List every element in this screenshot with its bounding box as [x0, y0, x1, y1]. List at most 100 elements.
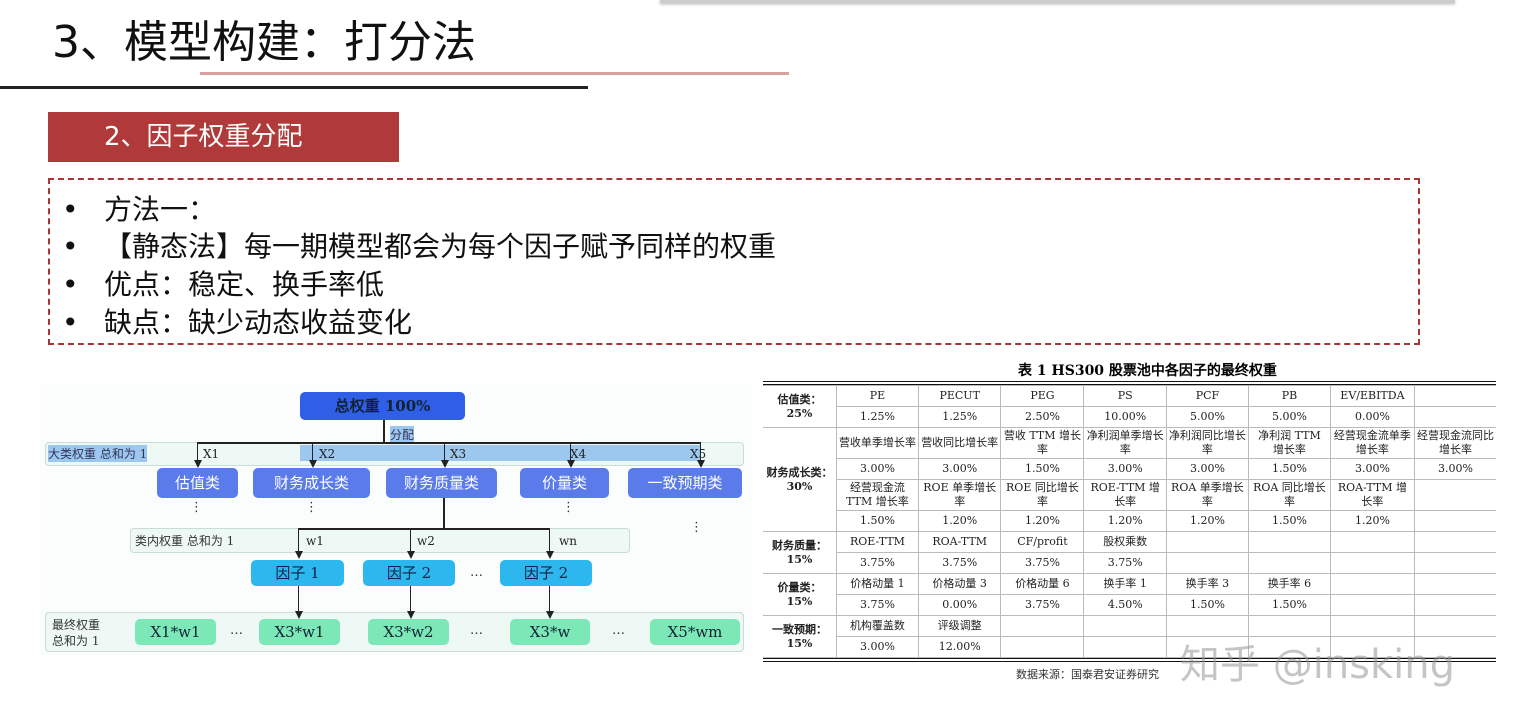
band-label: 类内权重 总和为 1: [135, 534, 235, 548]
table-cell: 评级调整: [917, 615, 1002, 637]
table-cell: 净利润同比增长率: [1165, 427, 1249, 459]
top-shadow-bar: [660, 0, 1455, 3]
total-weight-box: 总权重 100%: [300, 392, 465, 420]
final-weight-box: X3*w1: [259, 619, 340, 645]
table-cell: 0.00%: [917, 594, 1002, 616]
table-cell: [1165, 552, 1249, 574]
table-cell: ROE-TTM 增长率: [1083, 479, 1167, 511]
table-cell: [1413, 385, 1496, 407]
ellipsis: …: [470, 565, 483, 580]
section-heading: 2、因子权重分配: [48, 112, 399, 162]
band-label: 大类权重 总和为 1: [48, 445, 148, 462]
vertical-ellipsis: ⋮: [690, 520, 703, 535]
table-cell: [1083, 615, 1167, 637]
title-underline-accent: [200, 72, 789, 75]
table-row: 3.75%0.00%3.75%4.50%1.50%1.50%: [763, 594, 1496, 616]
bullet-item: • 优点：稳定、换手率低: [62, 263, 384, 303]
table-cell: 12.00%: [917, 636, 1002, 658]
table-cell: 价格动量 3: [917, 573, 1002, 595]
table-cell: 10.00%: [1083, 406, 1167, 428]
table-cell: 营收单季增长率: [835, 427, 919, 459]
final-weight-box: X3*w2: [368, 619, 449, 645]
ellipsis: …: [470, 623, 483, 638]
table-row: 3.75%3.75%3.75%3.75%: [763, 552, 1496, 574]
table-cell: ROA 同比增长率: [1247, 479, 1331, 511]
bullet-icon: •: [62, 193, 79, 226]
table-cell: 1.20%: [1000, 510, 1085, 532]
table-cell: 1.50%: [1247, 594, 1331, 616]
table-cell: 1.50%: [835, 510, 919, 532]
bullet-text: 缺点：缺少动态收益变化: [104, 306, 413, 339]
table-cell: PCF: [1165, 385, 1249, 407]
table-cell: 机构覆盖数: [835, 615, 919, 637]
table-cell: ROA-TTM: [917, 531, 1002, 553]
table-cell: 3.00%: [835, 636, 919, 658]
table-cell: 营收同比增长率: [917, 427, 1002, 459]
bullet-icon: •: [62, 268, 79, 301]
table-cell: 2.50%: [1000, 406, 1085, 428]
table-cell: 1.50%: [1165, 594, 1249, 616]
table-cell: EV/EBITDA: [1329, 385, 1415, 407]
table-cell: [1329, 573, 1415, 595]
bullet-text: 优点：稳定、换手率低: [104, 268, 385, 301]
table-cell: 股权乘数: [1083, 531, 1167, 553]
table-cell: [1413, 573, 1496, 595]
bullet-icon: •: [62, 306, 79, 339]
bullet-icon: •: [62, 230, 79, 263]
table-cell: 经营现金流同比增长率: [1413, 427, 1496, 459]
table-cell: PB: [1247, 385, 1331, 407]
table-cell: 3.75%: [1083, 552, 1167, 574]
band-label: 总和为 1: [52, 634, 100, 648]
group-label: 财务质量： 15%: [763, 531, 837, 574]
table-row: 一致预期： 15%机构覆盖数评级调整: [763, 615, 1496, 658]
table-cell: [1000, 615, 1085, 637]
table-cell: 价格动量 1: [835, 573, 919, 595]
table-cell: 3.75%: [1000, 552, 1085, 574]
title-underline: [0, 86, 588, 89]
table-cell: [1083, 636, 1167, 658]
category-box: 一致预期类: [628, 468, 742, 498]
table-cell: 3.75%: [835, 552, 919, 574]
table-cell: 3.75%: [1000, 594, 1085, 616]
ellipsis: …: [230, 623, 243, 638]
method-description-box: •方法一： •【静态法】每一期模型都会为每个因子赋予同样的权重 •优点：稳定、换…: [48, 178, 1420, 345]
table-cell: PE: [835, 385, 919, 407]
table-cell: PEG: [1000, 385, 1085, 407]
table-cell: PECUT: [917, 385, 1002, 407]
table-cell: [1413, 636, 1496, 658]
table-cell: [1413, 510, 1496, 532]
table-cell: CF/profit: [1000, 531, 1085, 553]
factor-box: 因子 2: [363, 560, 455, 586]
table-cell: [1329, 636, 1415, 658]
group-label: 财务成长类：30%: [763, 427, 837, 532]
table-cell: 5.00%: [1165, 406, 1249, 428]
table-cell: 4.50%: [1083, 594, 1167, 616]
band-label: 最终权重: [52, 618, 101, 632]
table-cell: [1413, 406, 1496, 428]
category-box: 财务质量类: [386, 468, 497, 498]
bullet-text: 【静态法】每一期模型都会为每个因子赋予同样的权重: [104, 230, 777, 263]
x-label: X5: [690, 447, 707, 461]
table-cell: [1247, 531, 1331, 553]
table-cell: 1.25%: [835, 406, 919, 428]
intra-weight-band: [130, 528, 630, 553]
table-cell: 3.00%: [1165, 458, 1249, 480]
x-label: X4: [570, 447, 587, 461]
vertical-ellipsis: ⋮: [305, 500, 318, 515]
bullet-item: • 【静态法】每一期模型都会为每个因子赋予同样的权重: [62, 225, 776, 265]
table-row: 1.50%1.20%1.20%1.20%1.20%1.50%1.20%: [763, 510, 1496, 532]
table-cell: ROE-TTM: [835, 531, 919, 553]
group-label: 价量类： 15%: [763, 573, 837, 616]
final-weight-box: X1*w1: [135, 619, 216, 645]
factor-box: 因子 1: [251, 560, 344, 586]
group-label: 估值类： 25%: [763, 385, 837, 428]
watermark: 知乎 @insking: [1180, 642, 1456, 688]
table-cell: 经营现金流 TTM 增长率: [835, 479, 919, 511]
table-row: 3.00%12.00%: [763, 636, 1496, 658]
table-row: 财务成长类：30%营收单季增长率营收同比增长率营收 TTM 增长率净利润单季增长…: [763, 427, 1496, 532]
table-cell: 3.00%: [835, 458, 919, 480]
table-cell: [1329, 594, 1415, 616]
bullet-item: • 缺点：缺少动态收益变化: [62, 301, 412, 341]
